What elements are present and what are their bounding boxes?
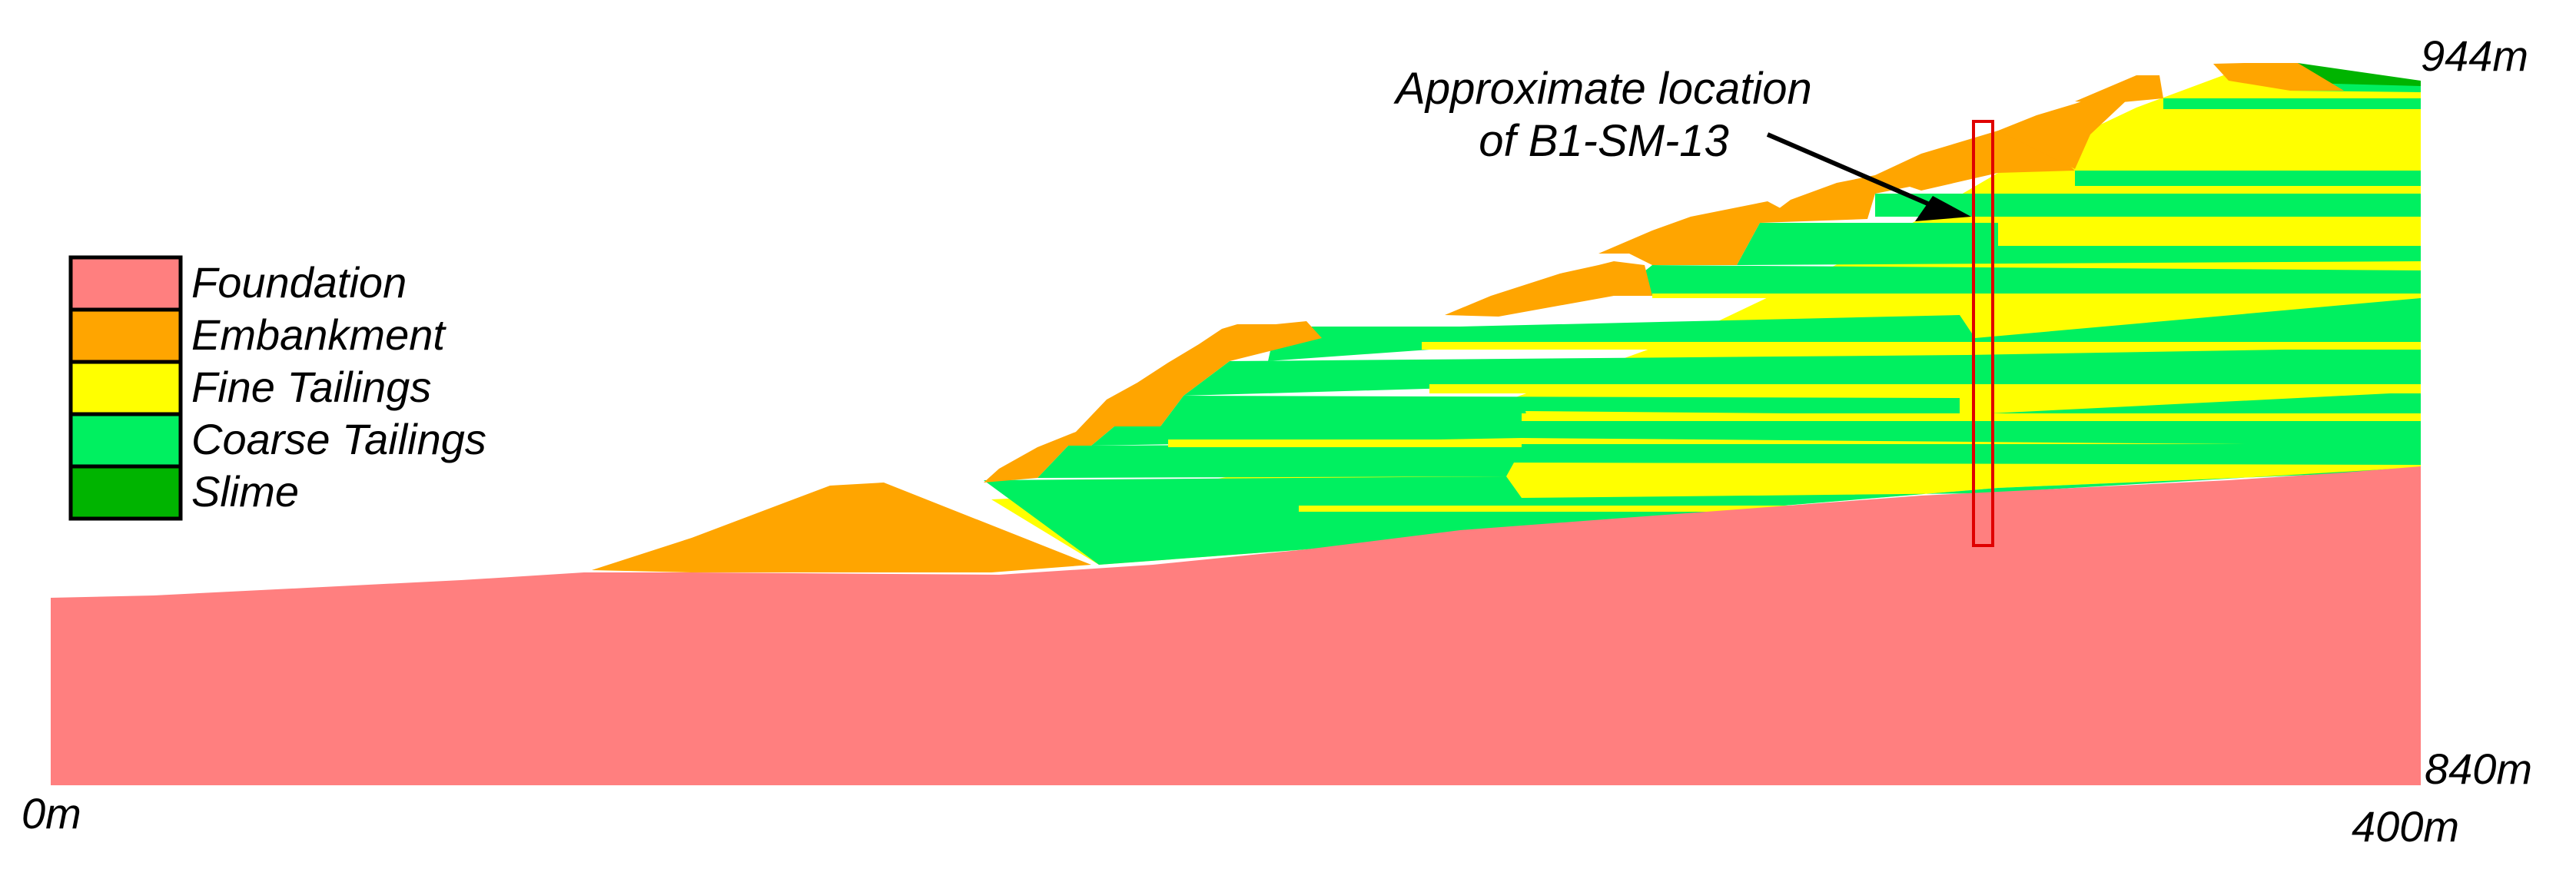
legend-swatch-slime	[68, 464, 183, 521]
legend-label-fine-tailings: Fine Tailings	[191, 363, 431, 411]
legend-swatch-coarse-tailings	[68, 412, 183, 469]
borehole-b1-sm-13	[1972, 120, 1994, 547]
legend-label-coarse-tailings: Coarse Tailings	[191, 415, 486, 463]
foundation-region	[51, 466, 2421, 785]
legend-swatch-foundation	[68, 255, 183, 312]
distance-left-label: 0m	[22, 789, 81, 838]
embankment-dikes	[592, 63, 2344, 572]
legend-label-slime: Slime	[191, 467, 299, 516]
elevation-bottom-label: 840m	[2425, 745, 2532, 793]
annotation-line1: Approximate location	[1393, 64, 1812, 114]
annotation-arrow	[1766, 132, 1971, 221]
elevation-top-label: 944m	[2421, 32, 2528, 80]
legend-label-embankment: Embankment	[191, 310, 446, 359]
legend-label-foundation: Foundation	[191, 258, 407, 307]
legend-swatch-embankment	[68, 307, 183, 364]
fine-tailings-layers	[1168, 294, 2421, 512]
annotation-line2: of B1-SM-13	[1479, 116, 1729, 166]
legend-swatch-fine-tailings	[68, 360, 183, 416]
coarse-tailings-bands	[984, 68, 2421, 565]
distance-right-label: 400m	[2352, 802, 2459, 851]
